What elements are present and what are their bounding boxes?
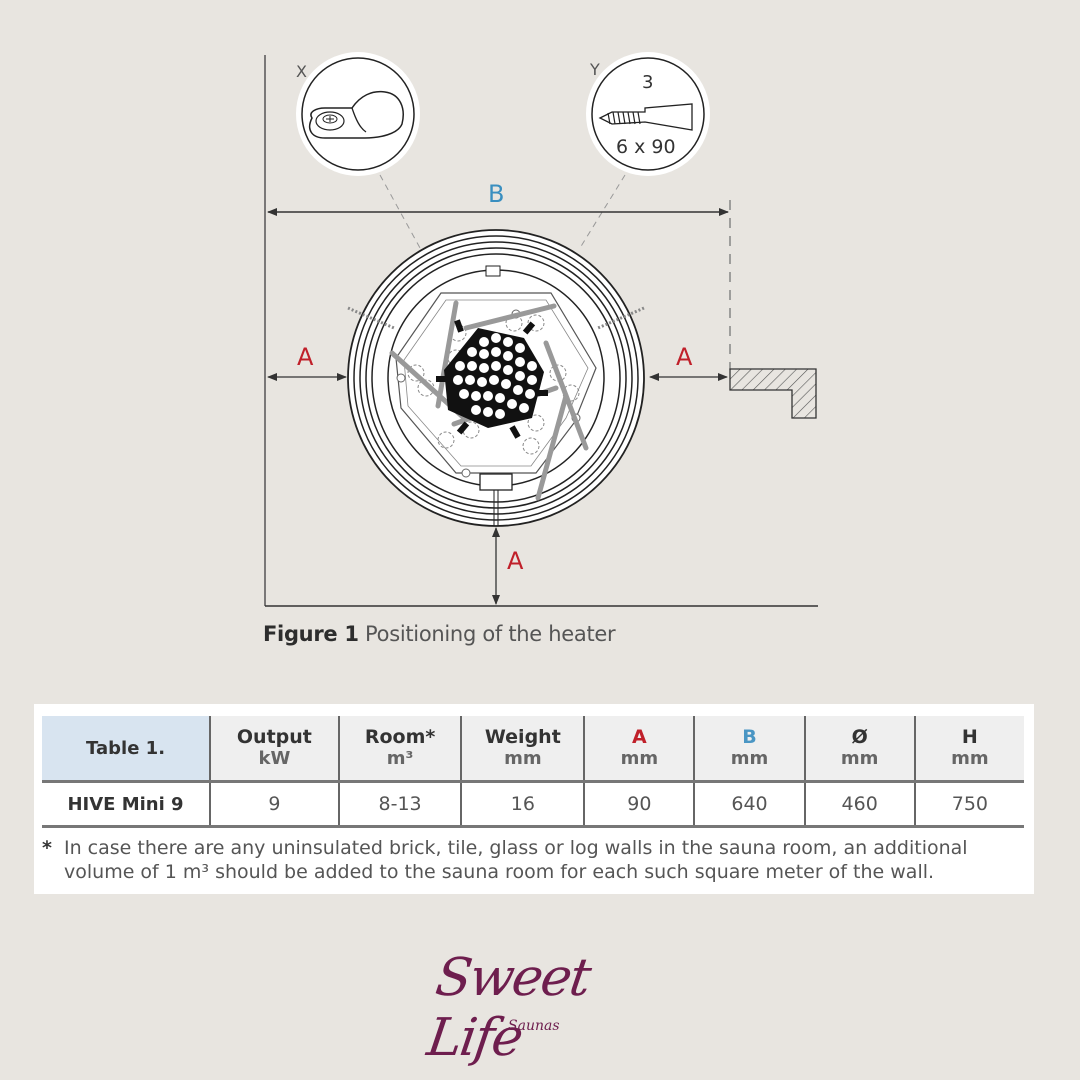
sweet-life-saunas-logo: Sweet Life Saunas xyxy=(420,948,660,1068)
figure-caption: Figure 1 Positioning of the heater xyxy=(263,622,616,646)
b-cell: 640 xyxy=(693,781,805,828)
a-cell: 90 xyxy=(583,781,695,828)
positioning-figure: X Y 3 6 x 90 B A A A Figure 1 Positionin… xyxy=(263,52,818,646)
dimension-a-bottom-label: A xyxy=(507,547,524,575)
dimension-a-right-label: A xyxy=(676,343,693,371)
room-cell: 8-13 xyxy=(337,781,462,828)
dimension-a-left-label: A xyxy=(297,343,314,371)
footnote-text: In case there are any uninsulated brick,… xyxy=(64,837,968,883)
figure-caption-number: Figure 1 xyxy=(263,622,359,646)
table-row: HIVE Mini 9 9 8-13 16 90 640 460 750 xyxy=(42,781,1024,828)
column-header-room: Room*m³ xyxy=(337,716,462,783)
footnote-marker: * xyxy=(42,837,52,859)
model-cell: HIVE Mini 9 xyxy=(42,781,211,828)
screw-quantity: 3 xyxy=(642,72,654,93)
screw-size: 6 x 90 xyxy=(616,136,676,158)
heater-top-view xyxy=(347,229,645,527)
dimension-b-label: B xyxy=(488,180,505,208)
inset-y-screw xyxy=(586,52,710,176)
hatched-wall-obstacle xyxy=(729,368,817,419)
output-cell: 9 xyxy=(209,781,339,828)
table-footnote: * In case there are any uninsulated bric… xyxy=(42,836,1022,884)
logo-wordmark: Sweet Life xyxy=(423,948,594,1068)
table-title-cell: Table 1. xyxy=(42,716,211,783)
inset-y-label: Y xyxy=(590,60,600,79)
dimension-b xyxy=(267,200,731,370)
weight-cell: 16 xyxy=(460,781,585,828)
inset-x-cable-clamp xyxy=(296,52,420,176)
room-walls xyxy=(264,55,818,607)
diameter-cell: 460 xyxy=(803,781,915,828)
inset-x-label: X xyxy=(296,62,307,81)
heater-positioning-diagram xyxy=(264,52,818,607)
h-cell: 750 xyxy=(913,781,1024,828)
logo-subtitle: Saunas xyxy=(508,1018,560,1034)
figure-caption-text: Positioning of the heater xyxy=(358,622,616,646)
